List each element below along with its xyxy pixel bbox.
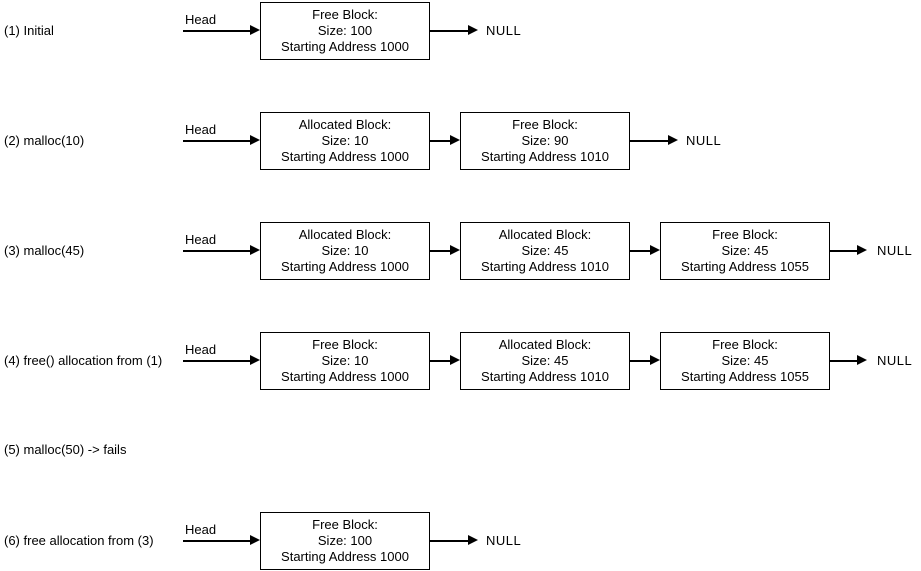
head-arrow-line — [183, 30, 251, 32]
arrowhead-icon — [250, 245, 260, 255]
step-label: (2) malloc(10) — [4, 133, 85, 148]
block-title: Free Block: — [712, 227, 778, 242]
block-address: Starting Address 1010 — [481, 369, 609, 384]
arrowhead-icon — [450, 245, 460, 255]
next-arrow-line — [630, 360, 651, 362]
head-pointer-label: Head — [185, 342, 217, 357]
block-size: Size: 10 — [321, 243, 369, 258]
block-title: Allocated Block: — [498, 337, 592, 352]
null-terminator-label: NULL — [486, 23, 522, 38]
step-label: (5) malloc(50) -> fails — [4, 442, 127, 457]
step-label: (1) Initial — [4, 23, 54, 38]
block-node: Free Block: Size: 100 Starting Address 1… — [260, 512, 430, 570]
head-pointer-label: Head — [185, 232, 217, 247]
block-node: Free Block: Size: 10 Starting Address 10… — [260, 332, 430, 390]
block-address: Starting Address 1000 — [281, 39, 409, 54]
next-arrow-line — [830, 360, 858, 362]
block-node: Allocated Block: Size: 10 Starting Addre… — [260, 112, 430, 170]
block-size: Size: 10 — [321, 353, 369, 368]
block-address: Starting Address 1055 — [681, 259, 809, 274]
null-terminator-label: NULL — [686, 133, 722, 148]
block-address: Starting Address 1055 — [681, 369, 809, 384]
block-node: Free Block: Size: 45 Starting Address 10… — [660, 332, 830, 390]
block-size: Size: 45 — [721, 353, 769, 368]
arrowhead-icon — [250, 355, 260, 365]
block-node: Allocated Block: Size: 10 Starting Addre… — [260, 222, 430, 280]
block-address: Starting Address 1010 — [481, 149, 609, 164]
arrowhead-icon — [857, 355, 867, 365]
head-pointer-label: Head — [185, 122, 217, 137]
head-pointer-label: Head — [185, 12, 217, 27]
null-terminator-label: NULL — [877, 243, 913, 258]
null-terminator-label: NULL — [486, 533, 522, 548]
block-size: Size: 10 — [321, 133, 369, 148]
block-node: Free Block: Size: 90 Starting Address 10… — [460, 112, 630, 170]
block-node: Allocated Block: Size: 45 Starting Addre… — [460, 332, 630, 390]
head-pointer-label: Head — [185, 522, 217, 537]
arrowhead-icon — [668, 135, 678, 145]
block-address: Starting Address 1000 — [281, 149, 409, 164]
block-node: Allocated Block: Size: 45 Starting Addre… — [460, 222, 630, 280]
block-address: Starting Address 1010 — [481, 259, 609, 274]
block-address: Starting Address 1000 — [281, 369, 409, 384]
block-title: Allocated Block: — [498, 227, 592, 242]
null-terminator-label: NULL — [877, 353, 913, 368]
next-arrow-line — [430, 540, 469, 542]
arrowhead-icon — [450, 355, 460, 365]
block-title: Free Block: — [312, 337, 378, 352]
arrowhead-icon — [650, 245, 660, 255]
next-arrow-line — [830, 250, 858, 252]
arrowhead-icon — [250, 135, 260, 145]
arrowhead-icon — [450, 135, 460, 145]
next-arrow-line — [430, 30, 469, 32]
block-size: Size: 45 — [521, 243, 569, 258]
block-title: Free Block: — [312, 7, 378, 22]
head-arrow-line — [183, 140, 251, 142]
block-size: Size: 45 — [521, 353, 569, 368]
arrowhead-icon — [468, 535, 478, 545]
arrowhead-icon — [650, 355, 660, 365]
block-address: Starting Address 1000 — [281, 259, 409, 274]
block-title: Free Block: — [512, 117, 578, 132]
arrowhead-icon — [250, 535, 260, 545]
block-title: Free Block: — [712, 337, 778, 352]
next-arrow-line — [630, 140, 669, 142]
next-arrow-line — [430, 360, 451, 362]
block-title: Allocated Block: — [298, 117, 392, 132]
head-arrow-line — [183, 360, 251, 362]
step-label: (3) malloc(45) — [4, 243, 85, 258]
step-label: (4) free() allocation from (1) — [4, 353, 163, 368]
next-arrow-line — [430, 140, 451, 142]
block-node: Free Block: Size: 45 Starting Address 10… — [660, 222, 830, 280]
step-label: (6) free allocation from (3) — [4, 533, 154, 548]
next-arrow-line — [430, 250, 451, 252]
next-arrow-line — [630, 250, 651, 252]
arrowhead-icon — [250, 25, 260, 35]
arrowhead-icon — [468, 25, 478, 35]
head-arrow-line — [183, 250, 251, 252]
block-size: Size: 100 — [317, 23, 373, 38]
block-title: Allocated Block: — [298, 227, 392, 242]
block-size: Size: 45 — [721, 243, 769, 258]
arrowhead-icon — [857, 245, 867, 255]
block-size: Size: 90 — [521, 133, 569, 148]
block-address: Starting Address 1000 — [281, 549, 409, 564]
block-node: Free Block: Size: 100 Starting Address 1… — [260, 2, 430, 60]
head-arrow-line — [183, 540, 251, 542]
block-size: Size: 100 — [317, 533, 373, 548]
block-title: Free Block: — [312, 517, 378, 532]
